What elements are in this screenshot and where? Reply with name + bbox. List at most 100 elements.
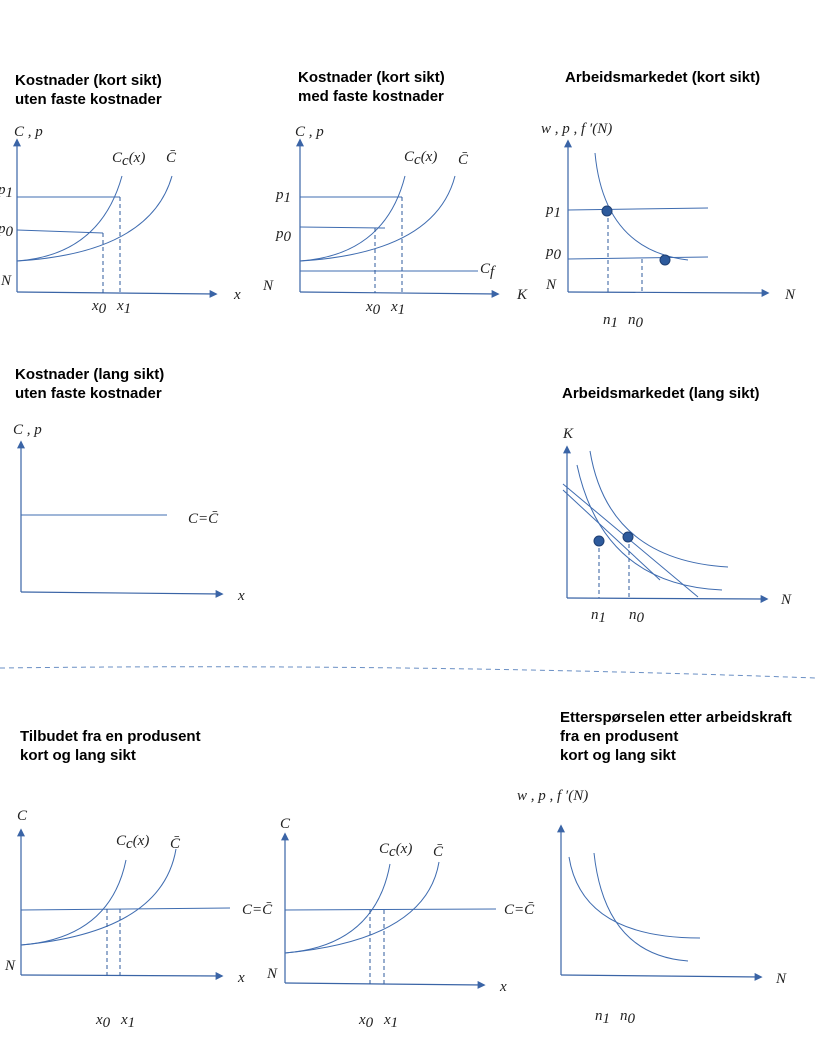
- panel-labour-market-short-run: w , p , f ′(N) N N p1 p0 n1 n0: [541, 121, 796, 331]
- p0-label: p0: [275, 226, 292, 245]
- n1-label: n1: [595, 1008, 610, 1027]
- isoquant-outer: [589, 450, 729, 568]
- isoquant-inner: [576, 464, 723, 591]
- p1-label: p1: [275, 187, 291, 206]
- average-cost-label: C̄: [166, 150, 177, 166]
- origin-n-label: N: [545, 277, 557, 293]
- constant-cost-label: C=C̄: [188, 511, 219, 527]
- origin-n-label: N: [4, 958, 16, 974]
- title-labour-demand: Etterspørselen etter arbeidskraft fra en…: [560, 709, 792, 764]
- x1-label: x1: [116, 298, 131, 317]
- average-cost-label: C̄: [170, 836, 181, 852]
- n0-label: n0: [620, 1008, 636, 1027]
- title-long-run-costs-no-fixed: Kostnader (lang sikt) uten faste kostnad…: [15, 366, 165, 402]
- n1-label: n1: [591, 607, 606, 626]
- title-short-run-costs-no-fixed: Kostnader (kort sikt) uten faste kostnad…: [15, 72, 162, 108]
- x-axis: [566, 594, 769, 603]
- x0-label: x0: [95, 1012, 111, 1031]
- x0-label: x0: [91, 298, 107, 317]
- cost-curve-label: Cc(x): [404, 149, 437, 168]
- p0-label: p0: [545, 244, 562, 263]
- x-axis-label: N: [784, 287, 796, 303]
- origin-n-label: N: [266, 966, 278, 982]
- optimum-point-n0: [622, 531, 634, 543]
- price-line: [284, 908, 497, 911]
- x-axis-label: x: [499, 979, 507, 995]
- average-cost-curve: [299, 175, 456, 262]
- average-cost-label: C̄: [433, 844, 444, 860]
- price-line-label: C=C̄: [242, 902, 273, 918]
- y-axis-label: C , p: [295, 124, 324, 140]
- fixed-cost-label: Cf: [480, 261, 496, 280]
- x-axis-label: x: [237, 588, 245, 604]
- demand-curve-long-run: [568, 856, 701, 939]
- price-line: [20, 907, 231, 911]
- average-cost-curve: [16, 175, 173, 262]
- wage-line-p0: [567, 256, 709, 260]
- section-separator: [0, 666, 816, 679]
- marginal-cost-curve: [20, 859, 127, 946]
- x0-label: x0: [358, 1012, 374, 1031]
- cost-curve-label: Cc(x): [116, 833, 149, 852]
- x1-label: x1: [383, 1012, 398, 1031]
- panel-supply-middle: C x N Cc(x) C̄ C=C̄ x0 x1: [266, 816, 535, 1031]
- average-cost-curve: [20, 848, 177, 946]
- panel-supply-left: C x N Cc(x) C̄ C=C̄ x0 x1: [4, 808, 273, 1031]
- n0-label: n0: [628, 312, 644, 331]
- title-labour-market-short-run: Arbeidsmarkedet (kort sikt): [565, 69, 761, 86]
- y-axis-label: C , p: [14, 124, 43, 140]
- title-short-run-costs-fixed: Kostnader (kort sikt) med faste kostnade…: [298, 69, 445, 105]
- p1-label: p1: [0, 182, 13, 201]
- x-axis: [299, 289, 500, 298]
- cost-curve-label: Cc(x): [112, 150, 145, 169]
- marginal-cost-curve: [284, 863, 391, 954]
- x-axis: [16, 289, 218, 298]
- title-producer-supply: Tilbudet fra en produsent kort og lang s…: [20, 728, 201, 764]
- x-axis-label: x: [233, 287, 241, 303]
- x-axis-label: N: [780, 592, 792, 608]
- x-axis: [560, 972, 763, 981]
- x-axis: [20, 589, 224, 598]
- average-cost-label: C̄: [458, 152, 469, 168]
- y-axis-label: C , p: [13, 422, 42, 438]
- y-axis-label: C: [17, 808, 28, 824]
- marginal-cost-curve: [16, 175, 123, 262]
- y-axis-label: C: [280, 816, 291, 832]
- price-line-p0: [299, 226, 386, 229]
- y-axis-label: K: [562, 426, 574, 442]
- demand-curve-short-run: [593, 852, 689, 962]
- cost-curve-label: Cc(x): [379, 841, 412, 860]
- x1-label: x1: [390, 299, 405, 318]
- average-cost-curve: [284, 861, 440, 954]
- origin-n-label: N: [262, 278, 274, 294]
- n1-label: n1: [603, 312, 618, 331]
- price-line-label: C=C̄: [504, 902, 535, 918]
- equilibrium-point-p1: [601, 205, 613, 217]
- x0-label: x0: [365, 299, 381, 318]
- x-axis-label: N: [775, 971, 787, 987]
- y-axis-label: w , p , f ′(N): [517, 788, 588, 804]
- x-axis: [20, 971, 224, 980]
- origin-n-label: N: [0, 273, 12, 289]
- marginal-product-curve: [594, 152, 689, 261]
- panel-short-run-costs-fixed: C , p K N Cc(x) C̄ Cf p1 p0 x0 x1: [262, 124, 528, 318]
- marginal-cost-curve: [299, 175, 406, 262]
- panel-labour-market-long-run: K N n1 n0: [562, 426, 792, 626]
- n0-label: n0: [629, 607, 645, 626]
- equilibrium-point-p0: [659, 254, 671, 266]
- p1-label: p1: [545, 202, 561, 221]
- panel-short-run-costs-no-fixed: C , p x N Cc(x) C̄ p1 p0 x0 x1: [0, 124, 241, 317]
- x-axis: [567, 288, 770, 297]
- x1-label: x1: [120, 1012, 135, 1031]
- price-line-p0: [16, 229, 104, 234]
- y-axis-label: w , p , f ′(N): [541, 121, 612, 137]
- panel-long-run-costs: C , p x C=C̄: [13, 422, 245, 604]
- x-axis-label: x: [237, 970, 245, 986]
- optimum-point-n1: [593, 535, 605, 547]
- x-axis-label: K: [516, 287, 528, 303]
- isocost-flat: [562, 489, 661, 581]
- wage-line-p1: [567, 207, 709, 211]
- title-labour-market-long-run: Arbeidsmarkedet (lang sikt): [562, 385, 760, 402]
